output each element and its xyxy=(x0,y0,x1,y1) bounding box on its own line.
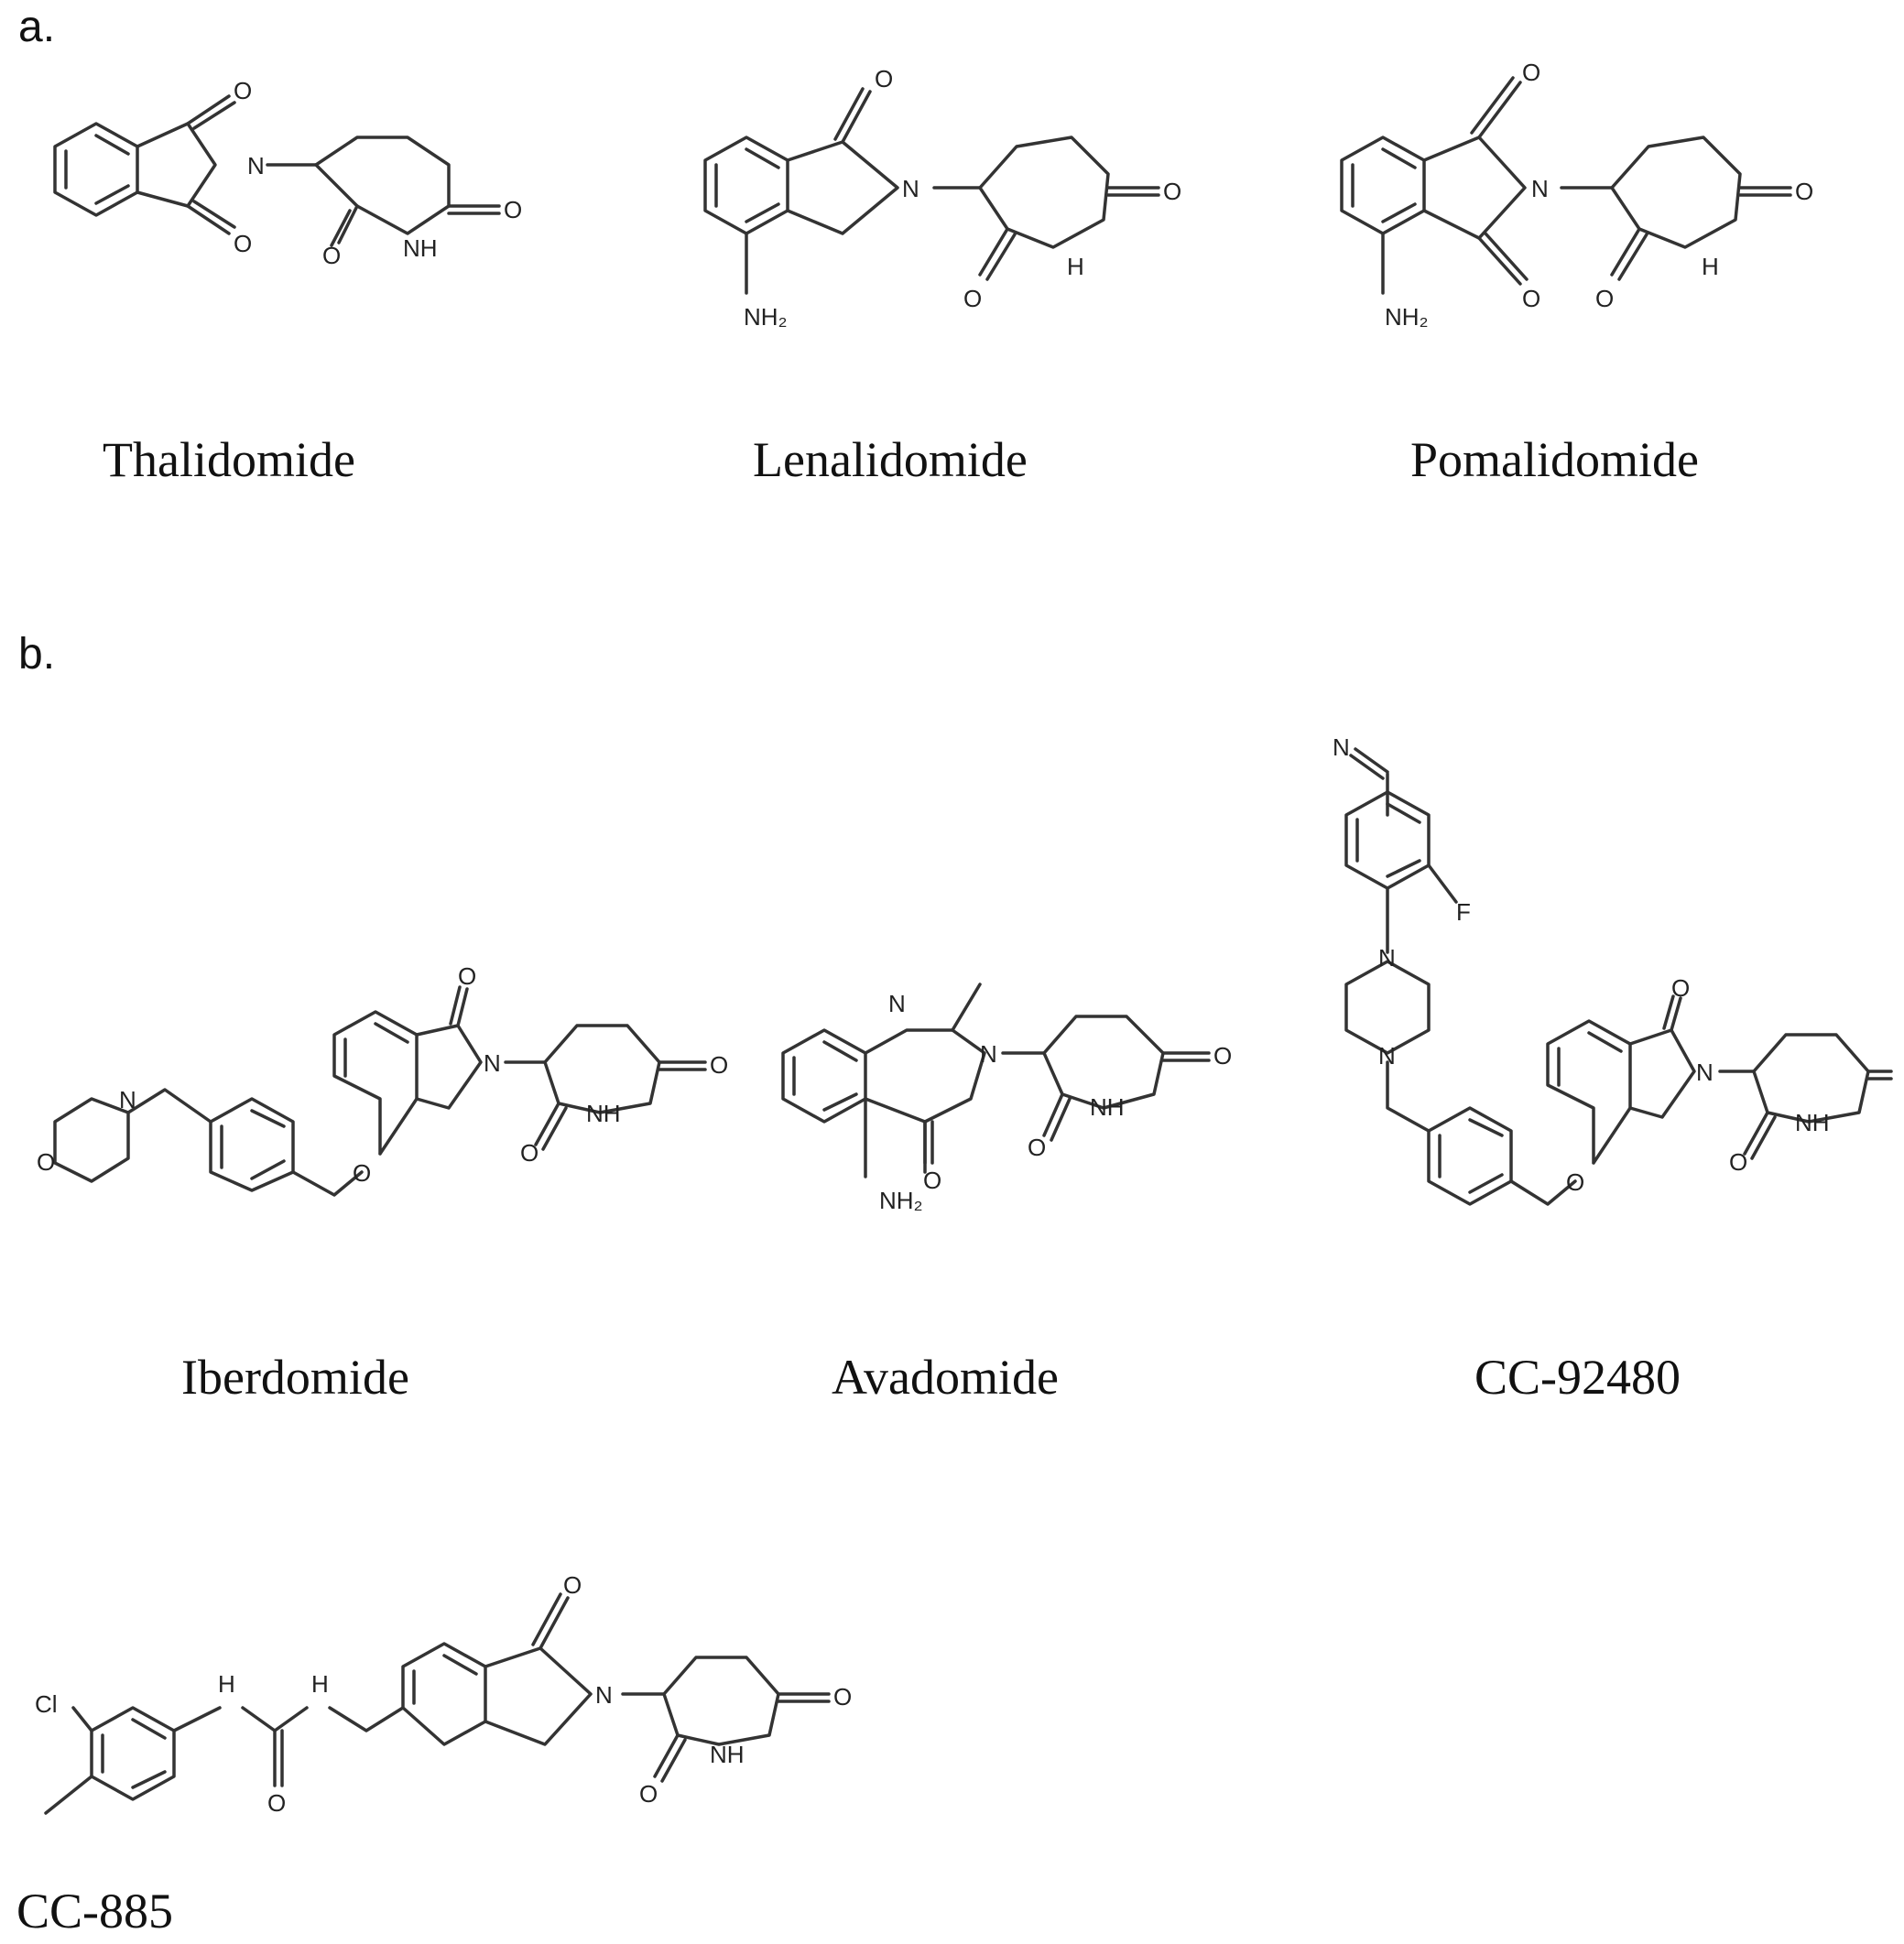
structure-avadomide xyxy=(781,983,1211,1178)
atom-o: O xyxy=(963,285,982,312)
atom-o: O xyxy=(458,962,476,990)
atom-nh: NH xyxy=(710,1741,745,1768)
atom-nh: NH xyxy=(1795,1109,1830,1136)
structure-pomalidomide xyxy=(1340,76,1792,295)
atom-n: N xyxy=(980,1040,997,1068)
structure-cc-885 xyxy=(44,1592,831,1815)
compound-name-cc-885: CC-885 xyxy=(16,1884,173,1939)
atom-h: H xyxy=(218,1670,235,1698)
panel-label-a: a. xyxy=(18,3,55,51)
atom-nh: NH xyxy=(1090,1093,1125,1121)
atom-o: O xyxy=(267,1789,286,1817)
atom-n: N xyxy=(484,1049,501,1077)
compound-name-iberdomide: Iberdomide xyxy=(181,1350,409,1405)
atom-o: O xyxy=(1795,178,1813,205)
structure-thalidomide xyxy=(53,94,501,247)
atom-o: O xyxy=(504,196,522,223)
atom-n: N xyxy=(119,1086,136,1113)
compound-name-pomalidomide: Pomalidomide xyxy=(1410,432,1699,487)
atom-o: O xyxy=(710,1051,728,1079)
atom-o: O xyxy=(1213,1042,1232,1070)
atom-o: O xyxy=(1671,974,1690,1002)
atom-nh2: NH₂ xyxy=(879,1187,923,1214)
atom-n: N xyxy=(1696,1059,1714,1086)
atom-o: O xyxy=(1729,1148,1747,1176)
atom-f: F xyxy=(1456,898,1471,926)
atom-o: O xyxy=(520,1139,539,1167)
atom-nh: NH xyxy=(403,234,438,262)
compound-name-lenalidomide: Lenalidomide xyxy=(753,432,1028,487)
atom-o: O xyxy=(234,230,252,257)
atom-o: O xyxy=(1595,285,1614,312)
atom-n: N xyxy=(1378,1042,1396,1070)
atom-o: O xyxy=(1028,1134,1046,1161)
atom-cl: Cl xyxy=(35,1690,58,1718)
atom-nh2: NH₂ xyxy=(1385,303,1429,331)
atom-h: H xyxy=(1702,253,1719,280)
compound-name-thalidomide: Thalidomide xyxy=(103,432,355,487)
panel-label-b: b. xyxy=(18,630,55,679)
structure-lenalidomide xyxy=(703,87,1160,295)
atom-o: O xyxy=(37,1148,55,1176)
atom-o: O xyxy=(1163,178,1181,205)
atom-n: N xyxy=(595,1681,613,1709)
structure-cc-92480 xyxy=(1344,747,1893,1206)
atom-n: N xyxy=(247,152,265,179)
compound-name-avadomide: Avadomide xyxy=(832,1350,1059,1405)
atom-o: O xyxy=(1566,1168,1584,1196)
structure-iberdomide xyxy=(53,985,707,1197)
atom-n: N xyxy=(902,175,919,202)
atom-o: O xyxy=(875,65,893,92)
atom-h: H xyxy=(1067,253,1084,280)
atom-o: O xyxy=(322,242,341,269)
atom-nh2: NH₂ xyxy=(744,303,788,331)
atom-n: N xyxy=(1531,175,1549,202)
atom-n: N xyxy=(1333,733,1350,761)
atom-o: O xyxy=(1522,59,1540,86)
atom-o: O xyxy=(353,1159,371,1187)
atom-o: O xyxy=(639,1780,658,1808)
atom-o: O xyxy=(563,1571,582,1599)
atom-n: N xyxy=(888,990,906,1017)
compound-name-cc-92480: CC-92480 xyxy=(1474,1350,1681,1405)
atom-h: H xyxy=(311,1670,329,1698)
atom-o: O xyxy=(1522,285,1540,312)
atom-nh: NH xyxy=(586,1100,621,1127)
atom-n: N xyxy=(1378,944,1396,972)
atom-o: O xyxy=(923,1167,941,1194)
atom-o: O xyxy=(234,77,252,104)
atom-o: O xyxy=(833,1683,852,1711)
